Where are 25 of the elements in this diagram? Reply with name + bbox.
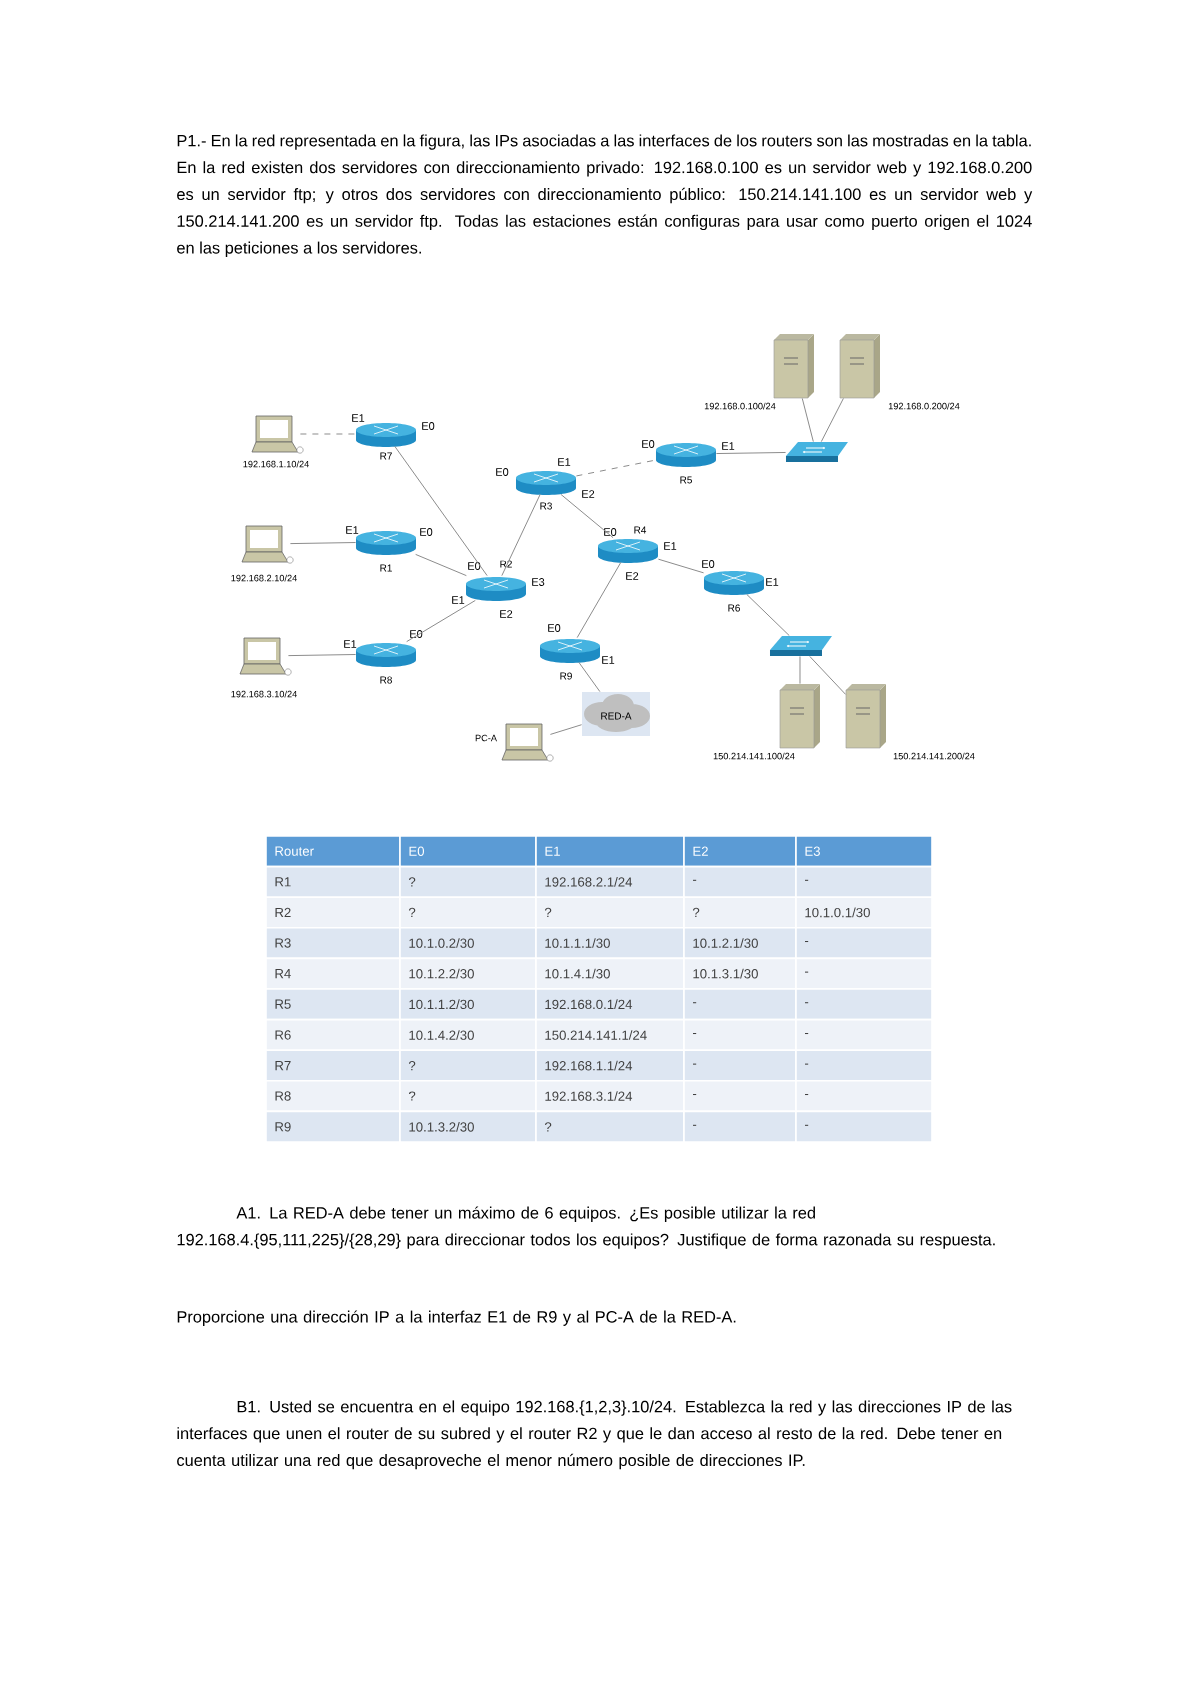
link-line bbox=[287, 654, 357, 657]
question-text: Proporcione una dirección IP a la interfaz E1 de R9 y al PC-A de la RED-A. bbox=[177, 1310, 736, 1326]
link-line bbox=[715, 452, 787, 455]
link-line bbox=[799, 655, 801, 685]
link-line bbox=[406, 599, 476, 643]
link-line bbox=[560, 493, 614, 539]
problem-statement: P1.- En la red representada en la figura, las IPs asociadas a las interfaces de los routers son las mostradas en la tabla. En la red existen dos servidores con direccionamiento privado: 192.168.0.100 es un servidor web y 192.168.0.200 es un servidor ftp; y otros dos servidores con direccionamiento público: 150.214.141.100 es un servidor web y 150.214.141.200 es un servidor ftp. Todas las estaciones están configuras para usar como puerto origen el 1024 en las peticiones a los servidores. bbox=[177, 134, 1033, 257]
link-line bbox=[575, 459, 657, 477]
switch-icon bbox=[786, 442, 848, 462]
link-line bbox=[746, 593, 790, 637]
link-line bbox=[299, 433, 357, 435]
link-line bbox=[394, 445, 488, 577]
link-line bbox=[289, 542, 357, 545]
link-line bbox=[549, 724, 583, 735]
question-text: B1. Usted se encuentra en el equipo 192.168.{1,2,3}.10/24. Establezca la red y las direcciones IP de las interfaces que unen el router de su subred y el router R2 y que le dan acceso al resto de la red. Debe tener en cuenta utilizar una red que desaproveche el menor número posible de direcciones IP. bbox=[177, 1400, 1012, 1470]
link-line bbox=[501, 493, 541, 577]
switch-icon bbox=[770, 636, 832, 656]
link-line bbox=[820, 397, 844, 443]
link-line bbox=[809, 655, 847, 695]
question-text: A1. La RED-A debe tener un máximo de 6 equipos. ¿Es posible utilizar la red 192.168.4.{95,111,225}/{28,29} para direccionar todos los equipos? Justifique de forma razonada su respuesta. bbox=[177, 1206, 995, 1249]
link-line bbox=[415, 553, 467, 577]
link-line bbox=[576, 561, 622, 639]
link-line bbox=[801, 397, 814, 443]
link-line bbox=[657, 558, 705, 574]
link-line bbox=[578, 661, 601, 693]
